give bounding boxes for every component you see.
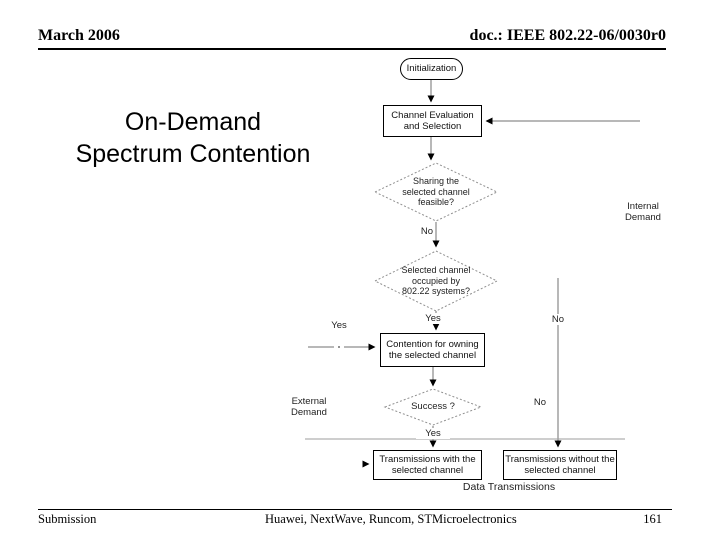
title-line-2: Spectrum Contention	[75, 140, 311, 168]
label-yes-success: Yes	[416, 428, 450, 439]
footer-page-number: 161	[643, 512, 662, 526]
slide-footer: Submission Huawei, NextWave, Runcom, STM…	[0, 512, 720, 530]
footer-authors: Huawei, NextWave, Runcom, STMicroelectro…	[265, 512, 517, 526]
diamond-sharing-feasible	[373, 162, 499, 222]
node-channel-evaluation: Channel Evaluation and Selection	[383, 105, 482, 137]
node-success-text: Success ?	[411, 400, 455, 412]
label-internal-demand: Internal Demand	[625, 201, 661, 223]
node-occupied-text: Selected channel occupied by 802.22 syst…	[401, 265, 471, 297]
footer-submission: Submission	[38, 512, 97, 526]
header-doc-number: doc.: IEEE 802.22-06/0030r0	[469, 27, 666, 44]
header-date: March 2006	[38, 27, 120, 44]
label-data-transmissions: Data Transmissions	[462, 481, 556, 493]
header-divider	[38, 48, 666, 50]
diamond-occupied	[373, 250, 499, 312]
node-transmissions-without: Transmissions without the selected chann…	[503, 450, 617, 480]
title-line-1: On-Demand	[124, 108, 262, 136]
node-sharing-feasible-text: Sharing the selected channel feasible?	[402, 176, 470, 208]
diamond-success	[383, 388, 483, 426]
label-no-sharing: No	[420, 226, 434, 237]
label-no-success: No	[523, 397, 557, 408]
connector-external-demand-dot	[338, 346, 340, 348]
label-yes-external: Yes	[331, 320, 347, 331]
node-initialization: Initialization	[400, 58, 463, 80]
label-no-occupied: No	[541, 314, 575, 325]
slide-title: On-Demand Spectrum Contention	[33, 106, 353, 170]
label-external-demand: External Demand	[291, 396, 327, 418]
slide-header: March 2006 doc.: IEEE 802.22-06/0030r0	[38, 27, 666, 45]
label-yes-occupied: Yes	[416, 313, 450, 324]
node-contention: Contention for owning the selected chann…	[380, 333, 485, 367]
node-transmissions-with: Transmissions with the selected channel	[373, 450, 482, 480]
footer-divider	[38, 509, 672, 510]
